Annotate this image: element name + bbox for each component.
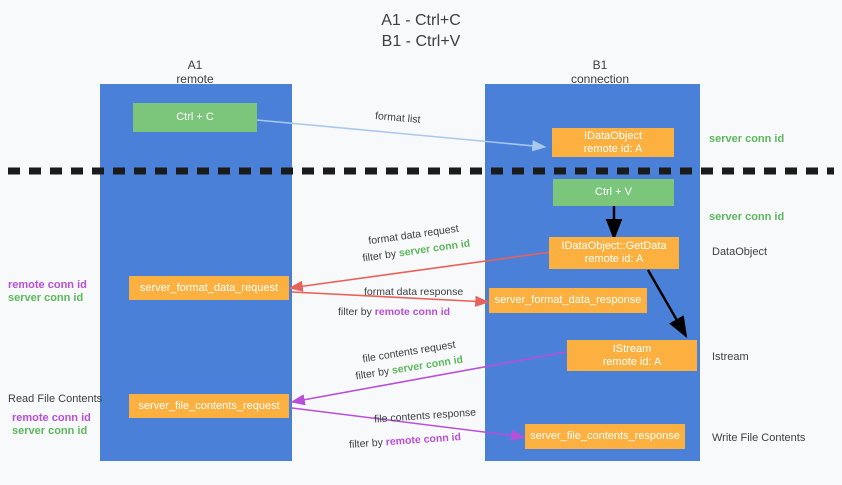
- right-label-dataobject: DataObject: [712, 246, 768, 258]
- box-server-format-data-response[interactable]: server_format_data_response: [489, 288, 647, 313]
- box-istream[interactable]: IStream remote id: A: [567, 340, 697, 371]
- right-label-server-conn-id-top: server conn id: [709, 133, 785, 145]
- column-header-a1: A1 remote: [140, 58, 250, 86]
- box-server-file-contents-request[interactable]: server_file_contents_request: [129, 394, 289, 418]
- left-label-remote-conn-id-2: remote conn id: [12, 412, 91, 424]
- box-ole-dataobject[interactable]: IDataObject remote id: A: [552, 128, 674, 157]
- box-server-file-contents-response-label: server_file_contents_response: [530, 430, 680, 442]
- column-a1-sub: remote: [176, 72, 214, 86]
- box-getdata-line1: IDataObject::GetData: [561, 240, 667, 252]
- title-line-1: A1 - Ctrl+C: [381, 12, 461, 29]
- left-label-remote-conn-id-1: remote conn id: [8, 279, 87, 291]
- box-server-format-data-request[interactable]: server_format_data_request: [129, 276, 289, 300]
- column-header-b1: B1 connection: [545, 58, 655, 86]
- box-ole-dataobject-line1: IDataObject: [583, 129, 643, 142]
- label-format-list: format list: [374, 110, 421, 126]
- box-server-format-data-response-label: server_format_data_response: [494, 294, 642, 306]
- column-b1-name: B1: [592, 58, 608, 72]
- left-label-server-conn-id-2: server conn id: [12, 425, 88, 437]
- filter-value-remote-conn-id-2: remote conn id: [385, 431, 462, 449]
- box-ctrl-v-label: Ctrl + V: [595, 186, 632, 198]
- diagram-title: A1 - Ctrl+C B1 - Ctrl+V: [0, 10, 842, 52]
- box-ctrl-c[interactable]: Ctrl + C: [133, 103, 257, 132]
- label-format-data-response: format data response: [364, 286, 464, 298]
- box-server-format-data-request-label: server_format_data_request: [139, 281, 279, 294]
- left-label-read-file-contents: Read File Contents: [8, 393, 103, 405]
- right-label-write-file-contents: Write File Contents: [712, 432, 806, 444]
- left-label-server-conn-id-1: server conn id: [8, 292, 84, 304]
- box-ctrl-v[interactable]: Ctrl + V: [553, 179, 674, 206]
- box-server-file-contents-request-label: server_file_contents_request: [138, 399, 280, 412]
- box-istream-line1: IStream: [612, 342, 652, 355]
- label-file-contents-response: file contents response: [373, 406, 477, 426]
- right-label-server-conn-id-mid: server conn id: [709, 211, 785, 223]
- title-line-2: B1 - Ctrl+V: [381, 33, 461, 50]
- filter-value-remote-conn-id-1: remote conn id: [374, 306, 451, 318]
- label-format-data-response-filter: filter by remote conn id: [338, 306, 451, 318]
- box-server-file-contents-response[interactable]: server_file_contents_response: [525, 424, 685, 449]
- column-a1-name: A1: [187, 58, 203, 72]
- box-istream-line2: remote id: A: [602, 355, 662, 368]
- column-b1-sub: connection: [570, 72, 630, 86]
- box-getdata-line2: remote id: A: [584, 253, 644, 265]
- label-file-contents-response-filter: filter by remote conn id: [348, 431, 462, 451]
- box-ole-dataobject-line2: remote id: A: [583, 142, 643, 155]
- box-ctrl-c-label: Ctrl + C: [176, 111, 214, 123]
- right-label-istream: Istream: [712, 351, 749, 363]
- box-getdata[interactable]: IDataObject::GetData remote id: A: [549, 237, 679, 269]
